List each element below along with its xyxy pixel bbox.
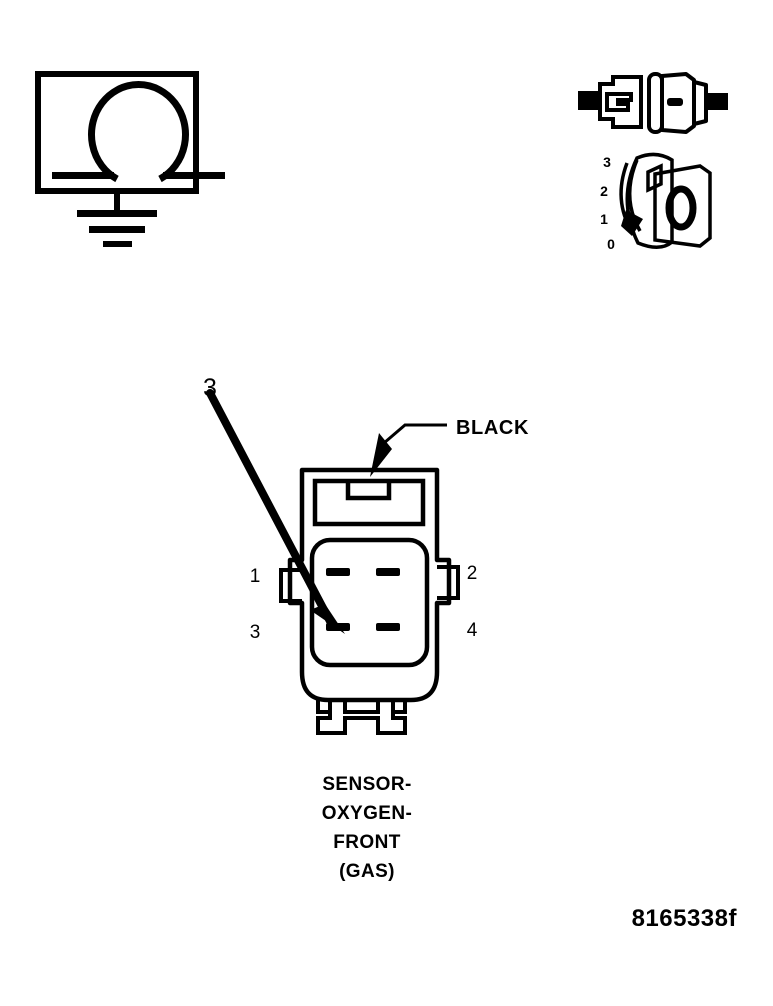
callout-3-arrowhead	[310, 604, 345, 634]
connector-side-view-group	[578, 72, 728, 134]
side-view-female-cap	[692, 80, 708, 126]
callout-3-label: 3	[203, 374, 217, 402]
callout-3-group: 3	[203, 374, 345, 634]
caption-line-2: OXYGEN-	[322, 803, 412, 824]
connector-outer-shell	[287, 467, 452, 703]
rotary-scale-label-0: 0	[607, 236, 615, 252]
connector-side-latch-right	[437, 565, 460, 600]
black-leader-line	[383, 423, 447, 445]
terminal-slot-2	[376, 568, 400, 576]
rotary-scale-label-3: 3	[603, 154, 611, 170]
rotary-disc-body	[625, 152, 674, 249]
connector-side-latch-left	[279, 568, 302, 603]
part-number-label: 8165338f	[632, 905, 738, 932]
terminal-slot-1	[326, 568, 350, 576]
pin-label-4: 4	[467, 620, 478, 641]
side-view-male-housing	[598, 75, 643, 129]
black-leader-arrowhead	[370, 433, 392, 477]
side-view-female-body	[660, 72, 696, 134]
rotary-scale-label-1: 1	[600, 211, 608, 227]
pin-label-3: 3	[250, 622, 261, 643]
pin-label-2: 2	[467, 563, 478, 584]
side-view-lead-left	[578, 91, 600, 110]
ohm-ground-symbol-group	[35, 71, 225, 247]
black-wire-label: BLACK	[456, 417, 529, 439]
ground-stem	[114, 191, 120, 214]
rotary-center-bore	[665, 185, 697, 231]
main-connector-group: 1 2 3 4	[250, 467, 478, 735]
callout-3-leader-line	[206, 389, 337, 631]
side-view-male-blade	[605, 92, 633, 112]
omega-foot-right	[163, 172, 225, 179]
pin-label-1: 1	[250, 566, 261, 587]
side-view-lead-right	[706, 93, 728, 110]
connector-caption-group: SENSOR- OXYGEN- FRONT (GAS)	[322, 774, 412, 882]
omega-foot-left	[52, 172, 114, 179]
connector-top-tab-notch	[345, 481, 392, 501]
rotary-faceplate	[653, 164, 712, 248]
black-wire-callout-group: BLACK	[370, 417, 529, 477]
ground-bar-1	[77, 210, 157, 217]
ground-bar-3	[103, 241, 132, 247]
connector-inner-cavity	[309, 537, 430, 668]
caption-line-4: (GAS)	[339, 861, 395, 882]
ground-bar-2	[89, 226, 145, 233]
caption-line-3: FRONT	[333, 832, 400, 853]
side-view-keyway	[667, 98, 683, 106]
rotary-scale-label-2: 2	[600, 183, 608, 199]
rotary-position-detail-group: 3 2 1 0	[600, 152, 712, 252]
connector-top-lock-tab	[312, 478, 426, 527]
connector-bottom-bracket	[316, 700, 407, 735]
terminal-slot-4	[376, 623, 400, 631]
caption-line-1: SENSOR-	[322, 774, 411, 795]
connector-bottom-center-tab	[343, 700, 380, 714]
omega-icon	[88, 81, 189, 183]
